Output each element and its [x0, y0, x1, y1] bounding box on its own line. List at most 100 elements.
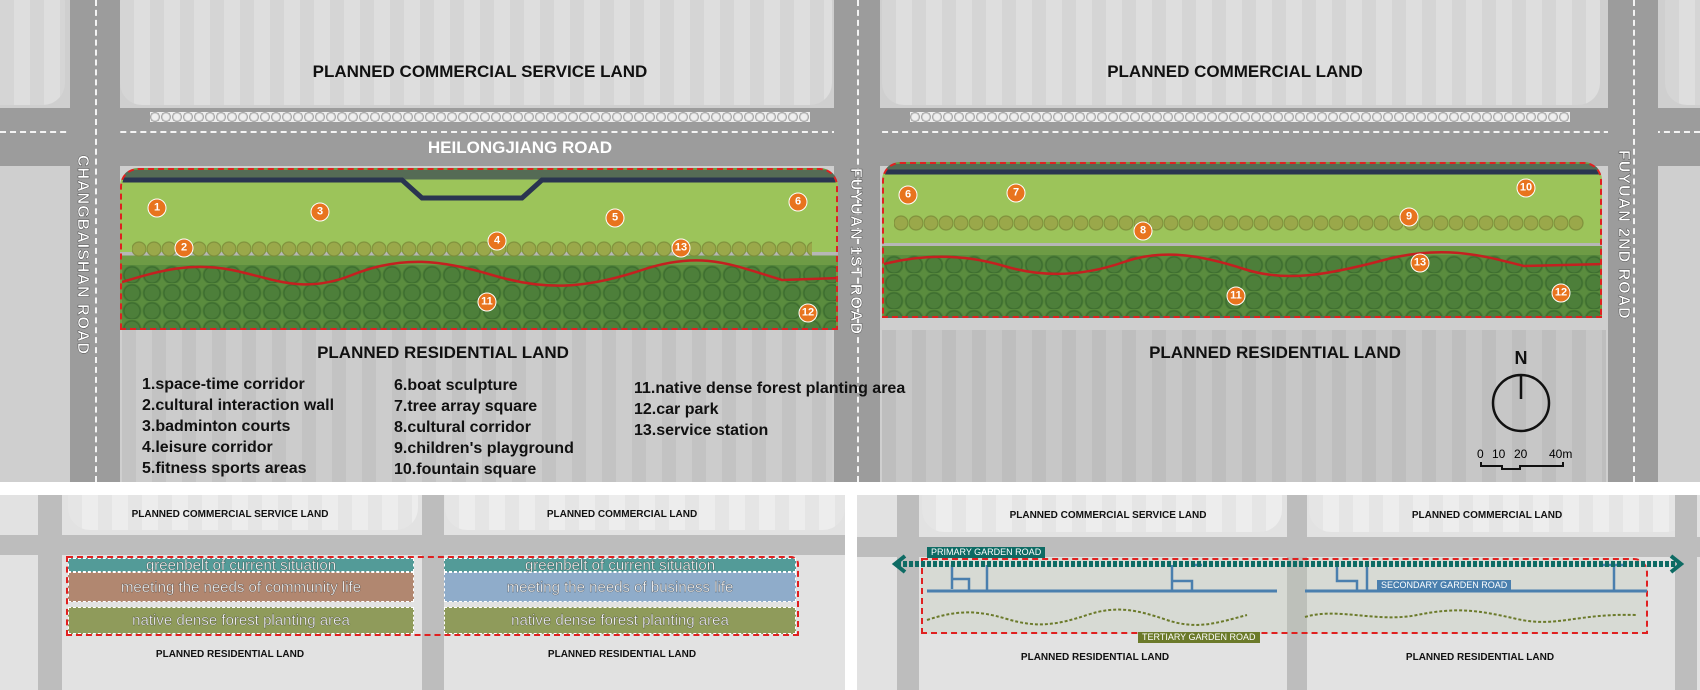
- band-forest: native dense forest planting area: [444, 607, 796, 634]
- land-label: PLANNED RESIDENTIAL LAND: [1405, 652, 1555, 663]
- land-label: PLANNED RESIDENTIAL LAND: [155, 649, 305, 660]
- legend-item: 10.fountain square: [394, 461, 537, 478]
- marker-4[interactable]: 4: [487, 231, 507, 251]
- land-label: PLANNED COMMERCIAL LAND: [1107, 62, 1363, 81]
- winding-trail: [122, 177, 836, 287]
- marker-3[interactable]: 3: [310, 202, 330, 222]
- tertiary-road-label: TERTIARY GARDEN ROAD: [1138, 632, 1260, 643]
- primary-road-label: PRIMARY GARDEN ROAD: [927, 547, 1046, 558]
- block: [68, 495, 418, 530]
- scale-tick: 20: [1514, 447, 1528, 461]
- legend-item: 11.native dense forest planting area: [634, 380, 906, 397]
- scale-tick: 10: [1492, 447, 1506, 461]
- land-label: PLANNED RESIDENTIAL LAND: [1149, 343, 1401, 362]
- marker-12[interactable]: 12: [798, 303, 818, 323]
- land-label: PLANNED COMMERCIAL LAND: [1411, 510, 1563, 521]
- road-label-fuyuan-1st: FUYUAN 1ST ROAD: [847, 168, 864, 336]
- legend-col-2: 6.boat sculpture 7.tree array square 8.c…: [394, 375, 574, 480]
- scale-tick: 0: [1477, 447, 1484, 461]
- legend-item: 13.service station: [634, 422, 769, 439]
- land-label: PLANNED RESIDENTIAL LAND: [317, 343, 569, 362]
- dense-forest: [884, 255, 1600, 316]
- road: [1287, 495, 1307, 690]
- road: [422, 495, 444, 690]
- band-business-life: meeting the needs of business life: [444, 572, 796, 602]
- marker-1[interactable]: 1: [147, 198, 167, 218]
- land-label: PLANNED COMMERCIAL SERVICE LAND: [1009, 510, 1207, 521]
- legend-item: 1.space-time corridor: [142, 376, 305, 393]
- legend-item: 5.fitness sports areas: [142, 460, 307, 477]
- marker-10[interactable]: 10: [1516, 178, 1536, 198]
- land-label: PLANNED COMMERCIAL LAND: [546, 509, 698, 520]
- tree-row: [132, 240, 812, 258]
- marker-9[interactable]: 9: [1399, 207, 1419, 227]
- park-east: [882, 162, 1602, 318]
- secondary-road-label: SECONDARY GARDEN ROAD: [1377, 580, 1512, 591]
- residential-block: [122, 330, 832, 482]
- road-label-fuyuan-2nd: FUYUAN 2ND ROAD: [1615, 150, 1632, 320]
- road-centerline: [857, 0, 859, 482]
- road-centerline: [1633, 0, 1635, 482]
- scale-tick: 40m: [1549, 447, 1573, 461]
- marker-11[interactable]: 11: [477, 292, 497, 312]
- band-forest: native dense forest planting area: [68, 607, 414, 634]
- arrow-head-right: [1669, 554, 1685, 574]
- legend-item: 9.children's playground: [394, 440, 574, 457]
- arrow-head-left: [891, 554, 907, 574]
- land-label: PLANNED RESIDENTIAL LAND: [1020, 652, 1170, 663]
- block: [1309, 495, 1689, 532]
- tertiary-road: [926, 608, 1638, 626]
- road: [857, 537, 1700, 557]
- road: [38, 495, 62, 690]
- marker-6[interactable]: 6: [898, 185, 918, 205]
- north-label: N: [1514, 348, 1528, 368]
- legend-item: 3.badminton courts: [142, 418, 291, 435]
- marker-2[interactable]: 2: [174, 238, 194, 258]
- road-label-heilongjiang: HEILONGJIANG ROAD: [427, 138, 613, 157]
- north-arrow-icon: [1491, 373, 1551, 433]
- legend-col-3: 11.native dense forest planting area 12.…: [634, 378, 905, 441]
- road: [1675, 495, 1697, 690]
- scale-bar: 0 10 20 40m: [1477, 447, 1577, 472]
- legend-item: 7.tree array square: [394, 398, 538, 415]
- marker-5[interactable]: 5: [605, 208, 625, 228]
- winding-trail: [884, 169, 1600, 278]
- marker-11[interactable]: 11: [1226, 286, 1246, 306]
- band-community-life: meeting the needs of community life: [68, 572, 414, 602]
- west-block: [0, 0, 65, 105]
- site-boundary: [66, 556, 799, 636]
- block: [445, 495, 845, 530]
- legend-item: 8.cultural corridor: [394, 419, 531, 436]
- marker-13[interactable]: 13: [1410, 253, 1430, 273]
- marker-12[interactable]: 12: [1551, 283, 1571, 303]
- legend-item: 4.leisure corridor: [142, 439, 273, 456]
- land-label: PLANNED RESIDENTIAL LAND: [547, 649, 697, 660]
- secondary-road: [950, 563, 1627, 591]
- street-trees: [150, 112, 810, 122]
- legend-item: 6.boat sculpture: [394, 377, 518, 394]
- land-label: PLANNED COMMERCIAL SERVICE LAND: [312, 62, 648, 81]
- block: [922, 495, 1282, 532]
- marker-13[interactable]: 13: [671, 238, 691, 258]
- garden-road-network: [891, 554, 1685, 626]
- marker-6[interactable]: 6: [788, 192, 808, 212]
- land-label: PLANNED COMMERCIAL SERVICE LAND: [131, 509, 329, 520]
- legend-item: 12.car park: [634, 401, 719, 418]
- band-greenbelt: greenbelt of current situation: [68, 556, 414, 574]
- marker-7[interactable]: 7: [1006, 183, 1026, 203]
- road: [897, 495, 919, 690]
- zoning-diagram-panel: greenbelt of current situation meeting t…: [0, 495, 845, 690]
- road-label-changbaishan: CHANGBAISHAN ROAD: [74, 155, 91, 356]
- east-block: [1665, 0, 1700, 105]
- marker-8[interactable]: 8: [1133, 221, 1153, 241]
- residential-block: [882, 330, 1606, 482]
- road-centerline: [95, 0, 97, 482]
- legend-item: 2.cultural interaction wall: [142, 397, 335, 414]
- site-boundary: [921, 558, 1648, 634]
- commercial-service-block: [120, 0, 832, 105]
- road-system-panel: PRIMARY GARDEN ROAD SECONDARY GARDEN ROA…: [857, 495, 1700, 690]
- street-trees: [910, 112, 1570, 122]
- band-greenbelt: greenbelt of current situation: [444, 556, 796, 574]
- master-plan-panel: 1 2 3 4 5 6 11 12 13 6 7 8 9 10 11 12 13…: [0, 0, 1700, 482]
